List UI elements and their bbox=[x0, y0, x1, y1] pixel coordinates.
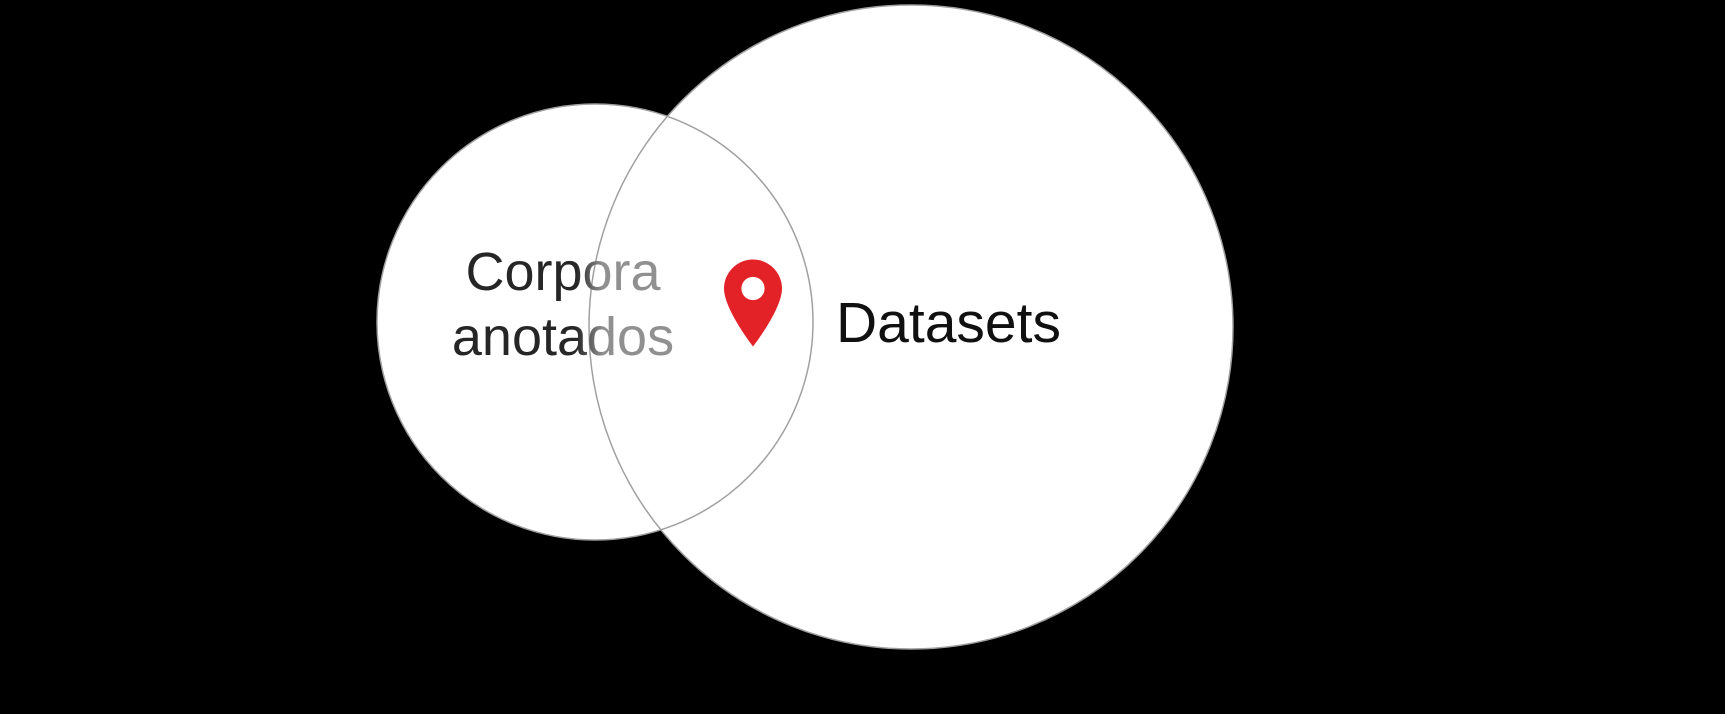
right-circle-outline bbox=[588, 4, 1234, 650]
left-circle-label: Corpora anotados bbox=[398, 240, 728, 370]
right-circle bbox=[589, 5, 1233, 649]
left-circle-outline bbox=[376, 103, 814, 541]
location-pin-hole bbox=[741, 276, 765, 301]
right-circle-label: Datasets bbox=[836, 291, 1061, 355]
location-pin-body bbox=[724, 259, 782, 347]
location-pin-icon bbox=[724, 259, 782, 347]
